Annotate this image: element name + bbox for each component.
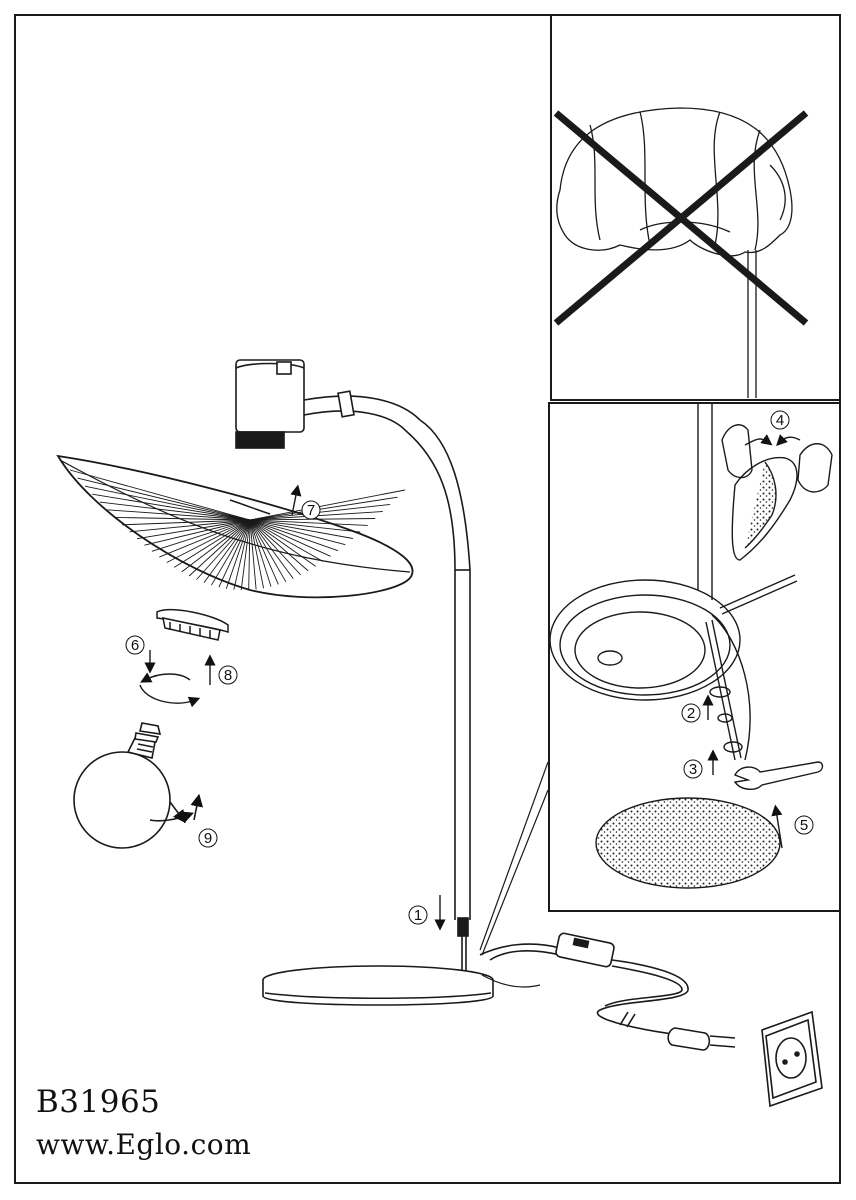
step-1-label: 1 xyxy=(414,907,422,924)
shade-ring-illustration xyxy=(156,608,229,641)
leaf-shade-illustration xyxy=(56,454,414,599)
desk-lamp-illustration xyxy=(235,359,736,1051)
step-1-callout: 1 xyxy=(408,905,428,925)
step-4-callout: 4 xyxy=(770,410,790,430)
step-9-callout: 9 xyxy=(198,828,218,848)
step-2-callout: 2 xyxy=(681,703,701,723)
step-7-callout: 7 xyxy=(301,500,321,520)
base-detail-drawing xyxy=(549,404,833,889)
step-5-callout: 5 xyxy=(794,815,814,835)
step-8-label: 8 xyxy=(224,667,232,684)
website-link[interactable]: www.Eglo.com xyxy=(36,1128,252,1161)
step-6-label: 6 xyxy=(131,637,139,654)
step-5-label: 5 xyxy=(800,817,808,834)
plug-icon xyxy=(667,1027,711,1051)
step-3-label: 3 xyxy=(689,761,697,778)
step-6-callout: 6 xyxy=(125,635,145,655)
warning-inset-panel xyxy=(550,14,841,401)
step-2-label: 2 xyxy=(687,705,695,722)
step-3-callout: 3 xyxy=(683,759,703,779)
wall-socket-icon xyxy=(761,1010,823,1108)
step-7-label: 7 xyxy=(307,502,315,519)
light-bulb-icon xyxy=(73,722,204,849)
model-code: B31965 xyxy=(36,1084,161,1120)
cross-mark xyxy=(553,110,809,326)
step-callouts: 1 2 3 4 5 6 7 8 9 xyxy=(125,410,814,925)
step-9-label: 9 xyxy=(204,830,212,847)
step-4-label: 4 xyxy=(776,412,784,429)
step-8-callout: 8 xyxy=(218,665,238,685)
